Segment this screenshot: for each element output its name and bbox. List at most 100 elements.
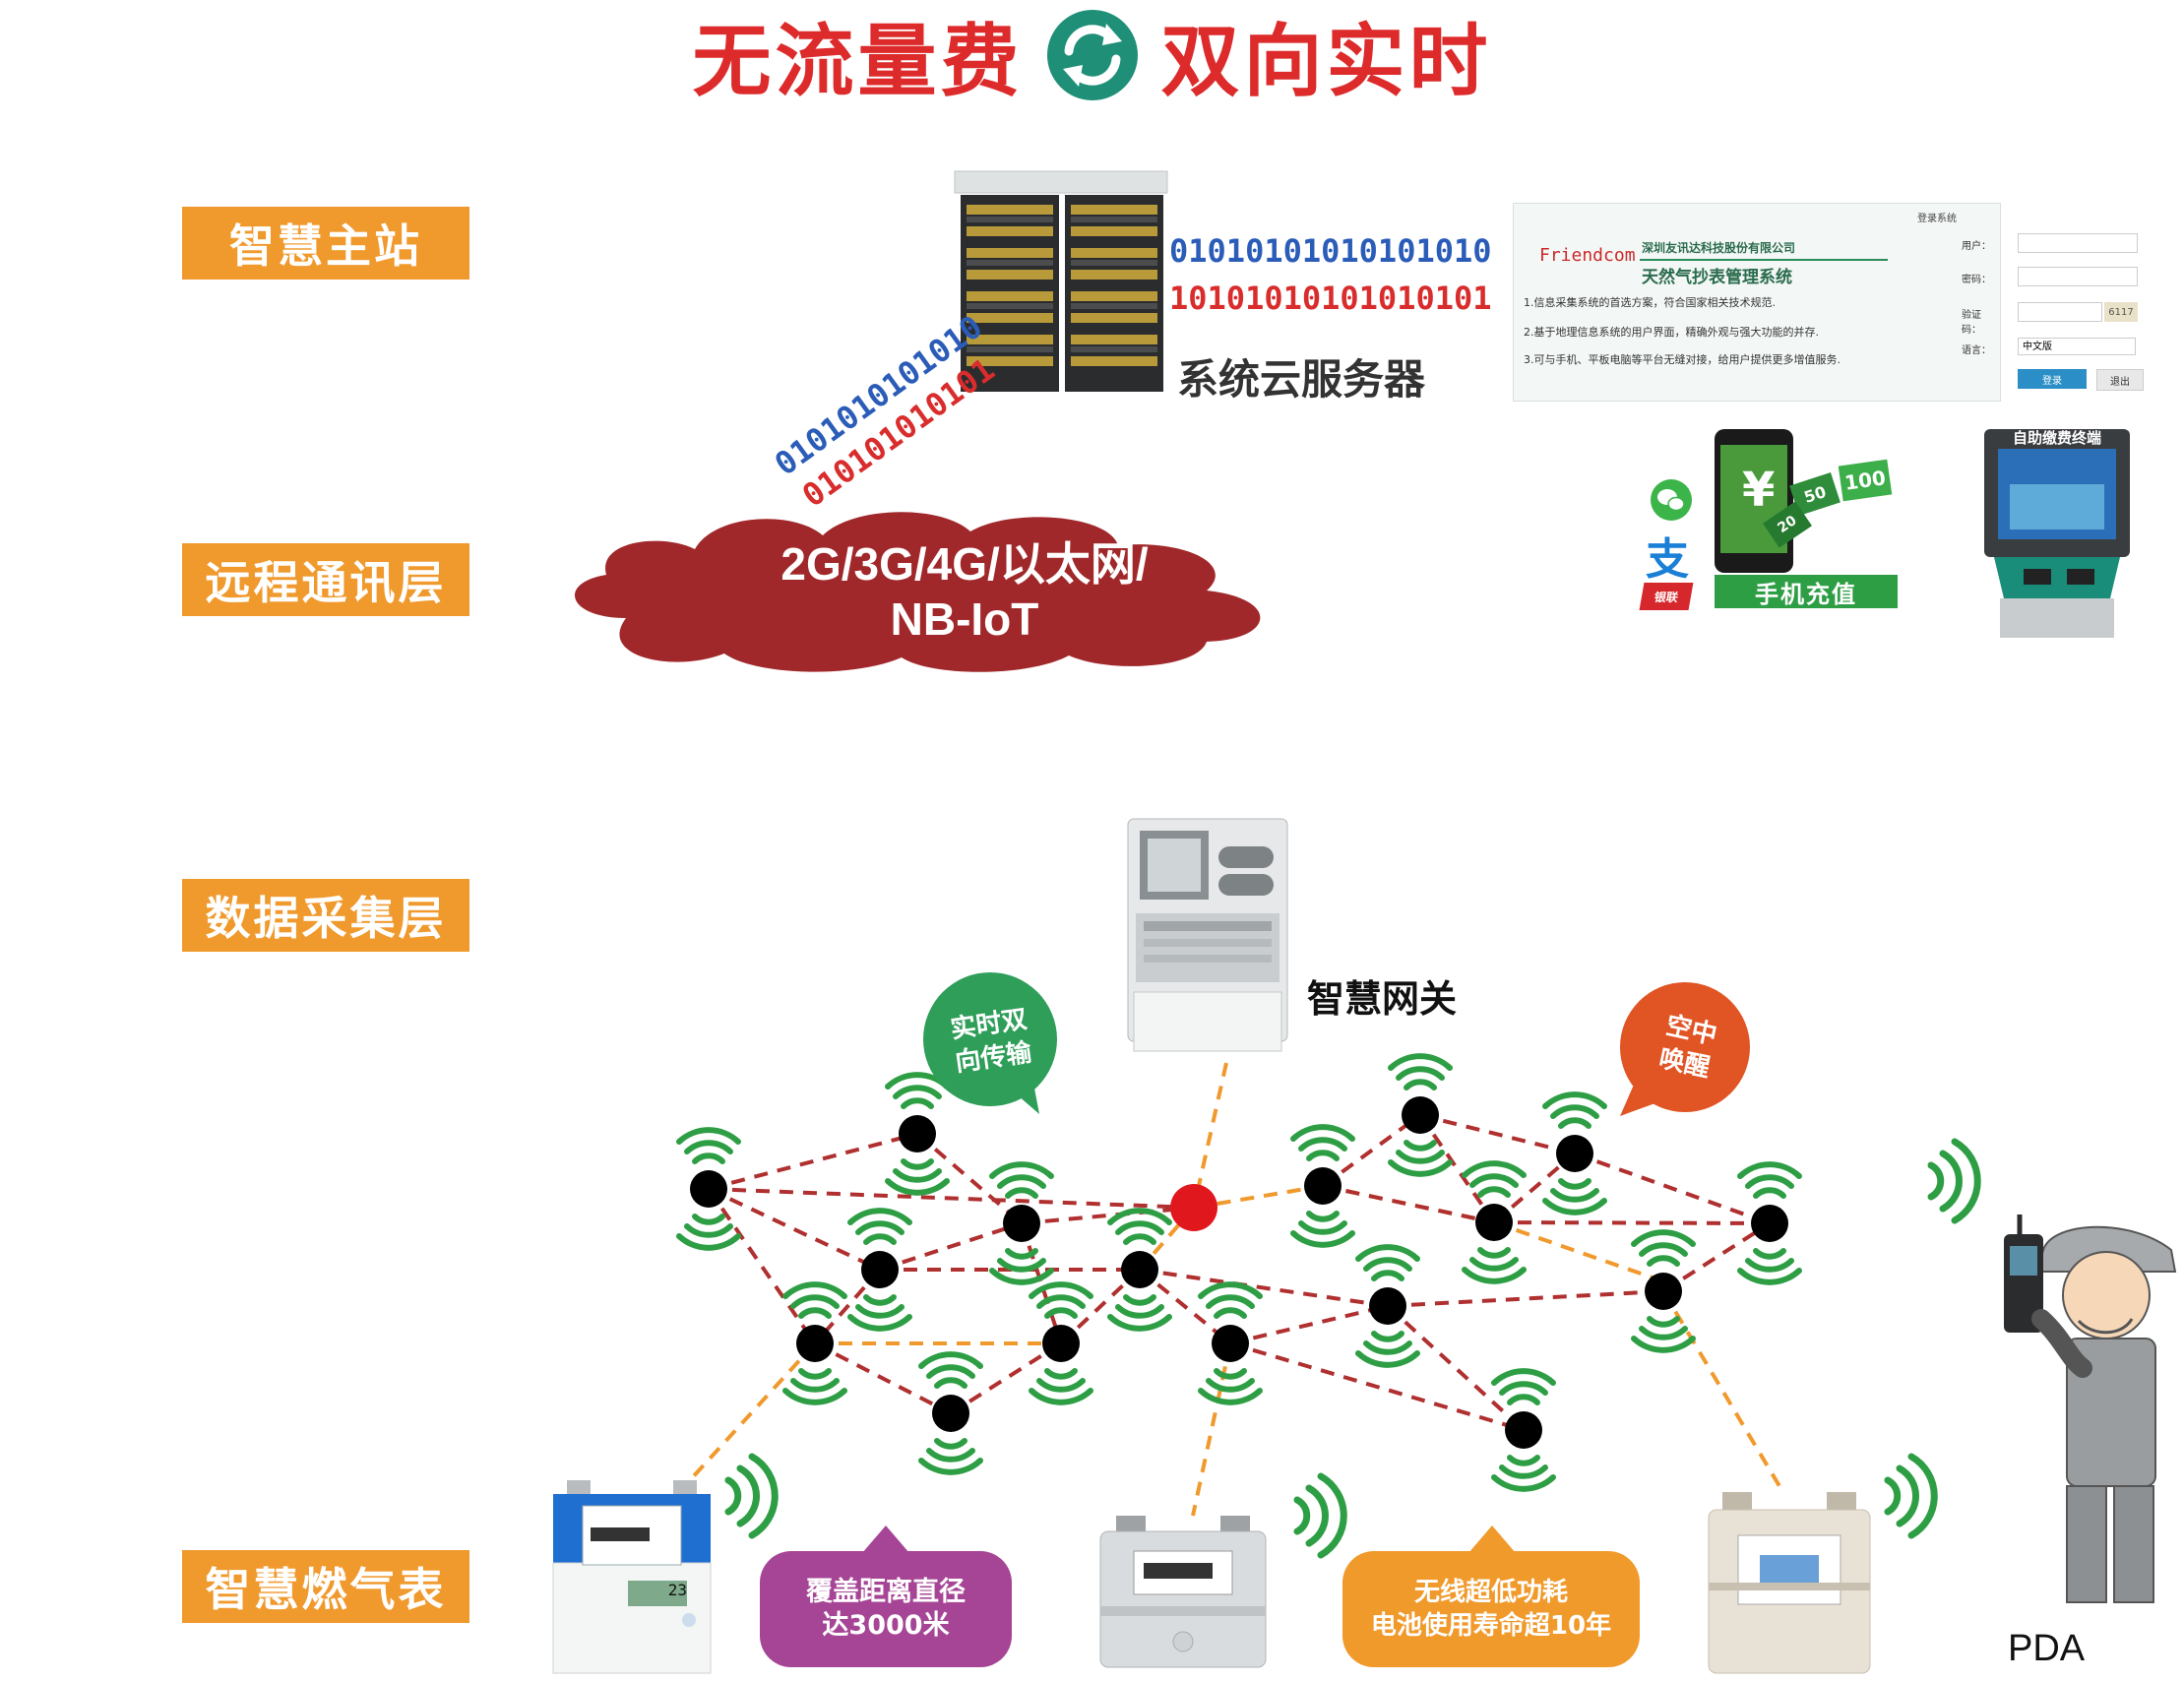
cancel-button[interactable]: 退出	[2096, 369, 2144, 391]
title-right: 双向实时	[1160, 16, 1492, 107]
gateway-uplink	[1192, 1062, 1228, 1209]
cloud-server-rack	[954, 170, 1168, 392]
mesh-node	[1751, 1205, 1788, 1242]
divider	[1640, 259, 1888, 261]
mesh-node	[1645, 1273, 1682, 1310]
link-meter3	[1661, 1289, 1781, 1488]
system-name: 天然气抄表管理系统	[1642, 268, 1792, 287]
company-name: 深圳友讯达科技股份有限公司	[1642, 241, 1796, 255]
title-left: 无流量费	[692, 16, 1024, 107]
gateway-caption: 智慧网关	[1307, 977, 1458, 1021]
mesh-link	[1139, 1268, 1389, 1308]
gas-meter-3	[1708, 1492, 1871, 1674]
bubble-purple-line2: 达3000米	[822, 1610, 950, 1641]
mesh-link	[1661, 1221, 1772, 1293]
smart-gateway-device	[1127, 818, 1288, 1052]
system-desc-1: 1.信息采集系统的首选方案，符合国家相关技术规范.	[1524, 296, 1776, 309]
binary-stream-blue: 01010101010101010	[1169, 232, 1492, 270]
username-input[interactable]	[2018, 233, 2138, 253]
sync-icon	[1046, 10, 1138, 100]
mesh-link	[1059, 1268, 1142, 1345]
bubble-yellow-line2: 电池使用寿命超10年	[1370, 1611, 1612, 1641]
layer-label-smart-meter: 智慧燃气表	[182, 1550, 469, 1623]
login-panel-title: 登录系统	[1917, 214, 1957, 224]
mesh-node	[1556, 1135, 1593, 1172]
link-n2-n3	[1493, 1220, 1664, 1283]
mesh-link	[1418, 1113, 1496, 1224]
mesh-link	[949, 1341, 1063, 1415]
link-meter1	[677, 1341, 817, 1494]
mesh-link	[708, 1187, 1195, 1210]
pda-technician	[2004, 1215, 2177, 1603]
bubble-purple-shape	[760, 1526, 1012, 1667]
mesh-node	[690, 1170, 727, 1208]
mesh-link	[1321, 1113, 1422, 1188]
bubble-realtime-bidirectional: 实时双 向传输	[919, 983, 1064, 1099]
yen-symbol: ¥	[1742, 463, 1776, 518]
gas-meter-1	[552, 1480, 712, 1674]
network-types-line1: 2G/3G/4G/以太网/	[780, 538, 1149, 590]
mesh-link	[1020, 1222, 1063, 1344]
meter-reading: 23	[667, 1581, 687, 1599]
network-types-text: 2G/3G/4G/以太网/ NB-IoT	[679, 536, 1250, 647]
login-button[interactable]: 登录	[2018, 369, 2087, 389]
pda-label: PDA	[2008, 1628, 2086, 1669]
mesh-link	[1021, 1206, 1195, 1225]
bubble-low-power: 无线超低功耗 电池使用寿命超10年	[1342, 1551, 1640, 1667]
password-input[interactable]	[2018, 267, 2138, 286]
mesh-link	[708, 1132, 918, 1191]
kiosk-label: 自助缴费终端	[2012, 429, 2101, 447]
mesh-link	[1574, 1152, 1771, 1225]
alipay-icon: 支	[1646, 534, 1689, 585]
mesh-link	[1492, 1152, 1577, 1224]
binary-stream-red: 10101010101010101	[1169, 280, 1492, 317]
mobile-recharge-label: 手机充值	[1715, 575, 1898, 608]
captcha-label: 验证码：	[1962, 310, 1981, 336]
mesh-node	[861, 1251, 899, 1288]
layer-label-data-collection: 数据采集层	[182, 879, 469, 952]
password-label: 密码：	[1962, 275, 1991, 285]
mesh-link	[1229, 1304, 1389, 1345]
mesh-node	[1402, 1096, 1439, 1134]
server-caption: 系统云服务器	[1177, 355, 1426, 404]
link-meter2	[1191, 1342, 1232, 1517]
language-label: 语言：	[1962, 345, 1991, 356]
mesh-node	[1475, 1204, 1513, 1241]
mesh-node	[1304, 1167, 1342, 1205]
mesh-node	[1042, 1325, 1080, 1362]
mesh-link	[1322, 1184, 1495, 1224]
mesh-link	[879, 1221, 1023, 1272]
system-desc-2: 2.基于地理信息系统的用户界面，精确外观与强大功能的并存.	[1524, 326, 1819, 339]
mesh-link	[1229, 1341, 1525, 1432]
layer-label-remote-comm: 远程通讯层	[182, 543, 469, 616]
gas-meter-2	[1099, 1516, 1267, 1668]
mesh-link	[1138, 1268, 1232, 1345]
captcha-image: 6117	[2104, 302, 2138, 322]
language-select[interactable]: 中文版	[2018, 338, 2136, 355]
self-service-kiosk	[1984, 429, 2130, 638]
mesh-node	[1121, 1251, 1158, 1288]
signal-arcs	[679, 1056, 1977, 1555]
mesh-link	[1493, 1220, 1771, 1225]
network-types-line2: NB-IoT	[890, 593, 1039, 645]
mesh-node	[1003, 1205, 1040, 1242]
mesh-node	[1369, 1287, 1406, 1325]
mesh-node	[796, 1325, 834, 1362]
wechat-icon	[1651, 479, 1692, 521]
mesh-link	[1419, 1113, 1576, 1155]
username-label: 用户：	[1962, 241, 1991, 252]
system-desc-3: 3.可与手机、平板电脑等平台无缝对接，给用户提供更多增值服务.	[1524, 353, 1841, 366]
title-bar: 无流量费 双向实时	[0, 6, 2184, 107]
mesh-link	[814, 1341, 952, 1415]
bubble-yellow-line1: 无线超低功耗	[1413, 1578, 1568, 1607]
mesh-link	[1386, 1304, 1526, 1432]
bubble-yellow-shape	[1342, 1526, 1640, 1667]
mesh-node	[1212, 1325, 1249, 1362]
mesh-link	[708, 1187, 881, 1272]
management-system-login-panel: Friendcom 深圳友讯达科技股份有限公司 天然气抄表管理系统 1.信息采集…	[1513, 203, 2144, 402]
bubble-coverage: 覆盖距离直径 达3000米	[760, 1551, 1012, 1667]
friendcom-logo: Friendcom	[1539, 245, 1636, 266]
layer-label-master-station: 智慧主站	[182, 207, 469, 280]
captcha-input[interactable]	[2018, 302, 2102, 322]
